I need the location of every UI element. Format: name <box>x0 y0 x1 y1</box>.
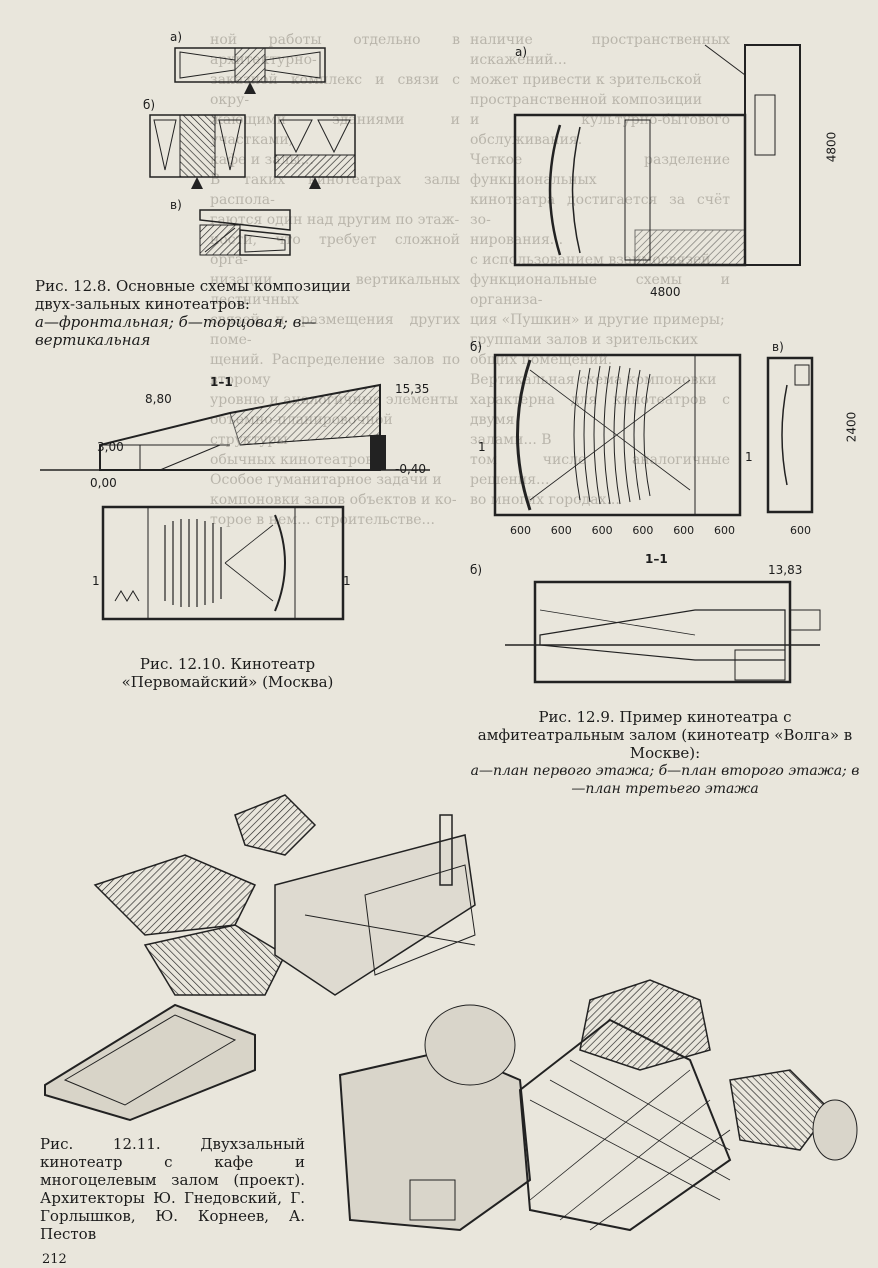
dim-grid-cell: 600 <box>550 524 572 537</box>
bleed-line: щений. Распределение залов по второму <box>210 352 460 388</box>
bleed-line: наличие пространственных искажений... <box>470 32 730 68</box>
dim-grid-cell: 600 <box>632 524 654 537</box>
fig-12-10-cut-left: 1 <box>92 574 100 588</box>
fig-12-9-plan-v <box>766 356 814 514</box>
level-15-35: 15,35 <box>395 382 430 396</box>
dim-plan-v-width: 600 <box>790 524 811 537</box>
dim-grid-cell: 600 <box>510 524 531 537</box>
bleed-line: низации вертикальных лестничных <box>210 272 460 308</box>
fig-12-10-plan <box>101 505 345 621</box>
dim-plan-a-height: 4800 <box>824 131 839 163</box>
bleed-line: ция «Пушкин» и другие примеры; <box>470 312 725 328</box>
level-0-00: 0,00 <box>90 476 117 490</box>
bleed-line: том числе аналогичные решения... <box>470 452 730 488</box>
bleed-line: В таких кинотеатрах залы распола- <box>210 172 460 208</box>
bleed-line: торое в нем... строительстве... <box>210 512 435 528</box>
fig-12-11-caption: Рис. 12.11. Двухзальный кинотеатр с кафе… <box>40 1135 305 1243</box>
level-8-80: 8,80 <box>145 392 172 406</box>
bleed-line: обычных кинотеатров. <box>210 452 378 468</box>
fig-12-10-section <box>40 383 430 471</box>
fig-12-10-cut-right: 1 <box>343 574 351 588</box>
fig-12-9-plan-b <box>493 353 742 517</box>
fig-12-8-schemes <box>149 47 356 256</box>
bleed-line: ности, что требует сложной орга- <box>210 232 460 268</box>
bleed-line: кинотеатра достигается за счёт зо- <box>470 192 730 228</box>
bleed-text-left: ной работы отдельно в архитектурно- зака… <box>210 30 460 530</box>
bleed-line: гаются один над другим по этаж- <box>210 212 460 228</box>
bleed-line: функциональные схемы и организа- <box>470 272 730 308</box>
bleed-line: заказной комплекс и связи с окру- <box>210 72 460 108</box>
dim-grid-cell: 600 <box>591 524 613 537</box>
bleed-line: связей и размещения других поме- <box>210 312 460 348</box>
fig-12-9-cut-b-right: 1 <box>745 450 753 464</box>
dim-grid: 600 600 600 600 600 600 <box>510 524 735 537</box>
fig-12-9-cut-b-left: 1 <box>478 440 486 454</box>
bleed-line: может привести к зрительской <box>470 72 702 88</box>
fig-12-9-sub-b: б) <box>470 340 483 354</box>
level-minus-0-40: -0,40 <box>395 462 427 476</box>
bleed-line: залами... В <box>470 432 552 448</box>
caption-items: а—фронтальная; б—торцовая; в—вертикальна… <box>35 313 317 349</box>
fig-12-11-axonometry <box>44 794 476 1122</box>
bleed-line: во многих городах... <box>470 492 620 508</box>
level-13-83: 13,83 <box>768 563 803 577</box>
fig-12-9-caption: Рис. 12.9. Пример кинотеатра с амфитеатр… <box>465 708 865 798</box>
bleed-line: Четкое разделение функциональных <box>470 152 730 188</box>
fig-12-9-plan-a <box>513 44 801 267</box>
fig-12-9-section-label: 1–1 <box>645 552 668 566</box>
page-number: 212 <box>42 1252 67 1267</box>
dim-grid-cell: 600 <box>673 524 695 537</box>
dim-plan-a-width: 4800 <box>650 285 681 299</box>
fig-12-9-section <box>505 580 821 684</box>
dim-plan-b-height: 2400 <box>844 411 859 443</box>
fig-12-10-caption: Рис. 12.10. Кинотеатр «Первомайский» (Мо… <box>121 655 334 691</box>
bleed-line: характерна для кинотеатров с двумя <box>470 392 730 428</box>
bleed-line: пространственной композиции <box>470 92 703 108</box>
scheme-a <box>174 47 326 94</box>
caption-items: а—план первого этажа; б—план второго эта… <box>470 763 860 797</box>
fig-12-8-sub-b: б) <box>143 98 156 112</box>
fig-12-8-sub-v: в) <box>170 198 182 212</box>
caption-title: Рис. 12.9. Пример кинотеатра с амфитеатр… <box>477 708 853 762</box>
bleed-line: Вертикальная схема компоновки <box>470 372 717 388</box>
scheme-v <box>199 209 291 256</box>
fig-12-9-sub-g: б) <box>470 563 483 577</box>
caption-title: Рис. 12.8. Основные схемы композиции дву… <box>35 277 351 313</box>
fig-12-9-sub-a: а) <box>515 45 528 59</box>
fig-12-11-plan <box>338 979 858 1232</box>
bleed-text-right: наличие пространственных искажений... мо… <box>470 30 730 510</box>
fig-12-8-sub-a: а) <box>170 30 183 44</box>
scheme-b <box>149 114 356 189</box>
fig-12-10-section-label: 1–1 <box>210 375 233 389</box>
bleed-line: нирования... <box>470 232 564 248</box>
dim-grid-cell: 600 <box>713 524 735 537</box>
fig-12-8-caption: Рис. 12.8. Основные схемы композиции дву… <box>35 277 375 349</box>
fig-12-9-sub-v: в) <box>772 340 784 354</box>
bleed-line: группами залов и зрительских <box>470 332 698 348</box>
level-3-00: 3,00 <box>97 440 124 454</box>
bleed-line: компоновки залов объектов и ко- <box>210 492 457 508</box>
bleed-line: Особое гуманитарное задачи и <box>210 472 442 488</box>
